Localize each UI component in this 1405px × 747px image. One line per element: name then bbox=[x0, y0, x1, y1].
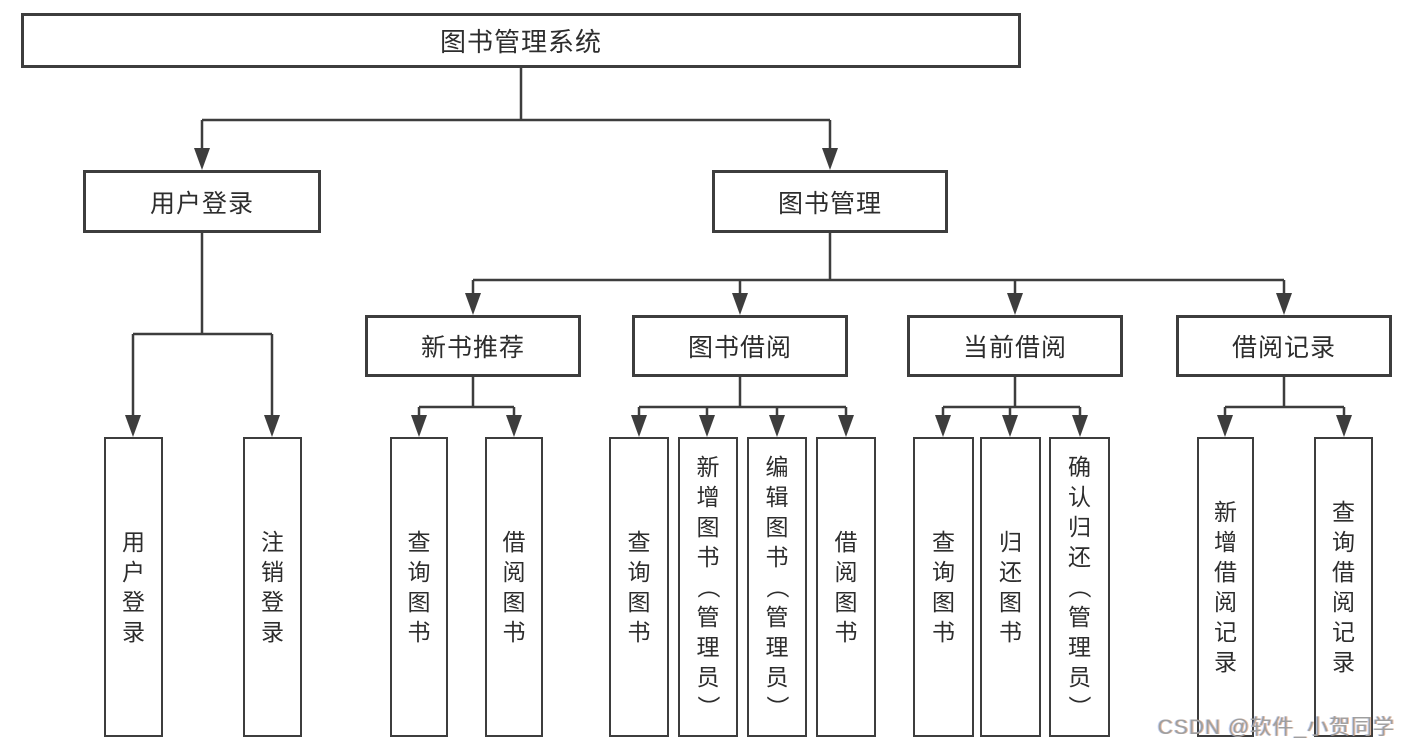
node-book-management: 图书管理 bbox=[712, 170, 948, 233]
arrowhead bbox=[631, 415, 647, 437]
arrowhead bbox=[125, 415, 141, 437]
arrowhead bbox=[1217, 415, 1233, 437]
arrowhead bbox=[1276, 293, 1292, 315]
leaf-query-books: 查询图书 bbox=[609, 437, 669, 737]
leaf-edit-books-admin: 编辑图书（管理员） bbox=[747, 437, 807, 737]
node-library-management-system: 图书管理系统 bbox=[21, 13, 1021, 68]
leaf-borrow-books: 借阅图书 bbox=[816, 437, 876, 737]
node-borrowing-records: 借阅记录 bbox=[1176, 315, 1392, 377]
arrowhead bbox=[1007, 293, 1023, 315]
arrowhead bbox=[1002, 415, 1018, 437]
arrowhead bbox=[769, 415, 785, 437]
leaf-query-books: 查询图书 bbox=[913, 437, 974, 737]
leaf-add-borrow-record: 新增借阅记录 bbox=[1197, 437, 1254, 737]
leaf-confirm-return-admin: 确认归还（管理员） bbox=[1049, 437, 1110, 737]
arrowhead bbox=[1336, 415, 1352, 437]
node-current-borrowing: 当前借阅 bbox=[907, 315, 1123, 377]
arrowhead bbox=[411, 415, 427, 437]
arrowhead bbox=[732, 293, 748, 315]
arrowhead bbox=[194, 148, 210, 170]
arrowhead bbox=[506, 415, 522, 437]
arrowhead bbox=[935, 415, 951, 437]
arrowhead bbox=[1072, 415, 1088, 437]
arrowhead bbox=[822, 148, 838, 170]
node-new-book-recommendation: 新书推荐 bbox=[365, 315, 581, 377]
node-user-login: 用户登录 bbox=[83, 170, 321, 233]
leaf-query-books: 查询图书 bbox=[390, 437, 448, 737]
arrowhead bbox=[838, 415, 854, 437]
leaf-query-borrow-record: 查询借阅记录 bbox=[1314, 437, 1373, 737]
leaf-logout: 注销登录 bbox=[243, 437, 302, 737]
arrowhead bbox=[465, 293, 481, 315]
arrowhead bbox=[264, 415, 280, 437]
arrowhead bbox=[699, 415, 715, 437]
leaf-user-login: 用户登录 bbox=[104, 437, 163, 737]
leaf-return-books: 归还图书 bbox=[980, 437, 1041, 737]
leaf-borrow-books: 借阅图书 bbox=[485, 437, 543, 737]
node-book-borrowing: 图书借阅 bbox=[632, 315, 848, 377]
watermark: CSDN @软件_小贺同学 bbox=[1157, 716, 1395, 739]
leaf-add-books-admin: 新增图书（管理员） bbox=[678, 437, 738, 737]
